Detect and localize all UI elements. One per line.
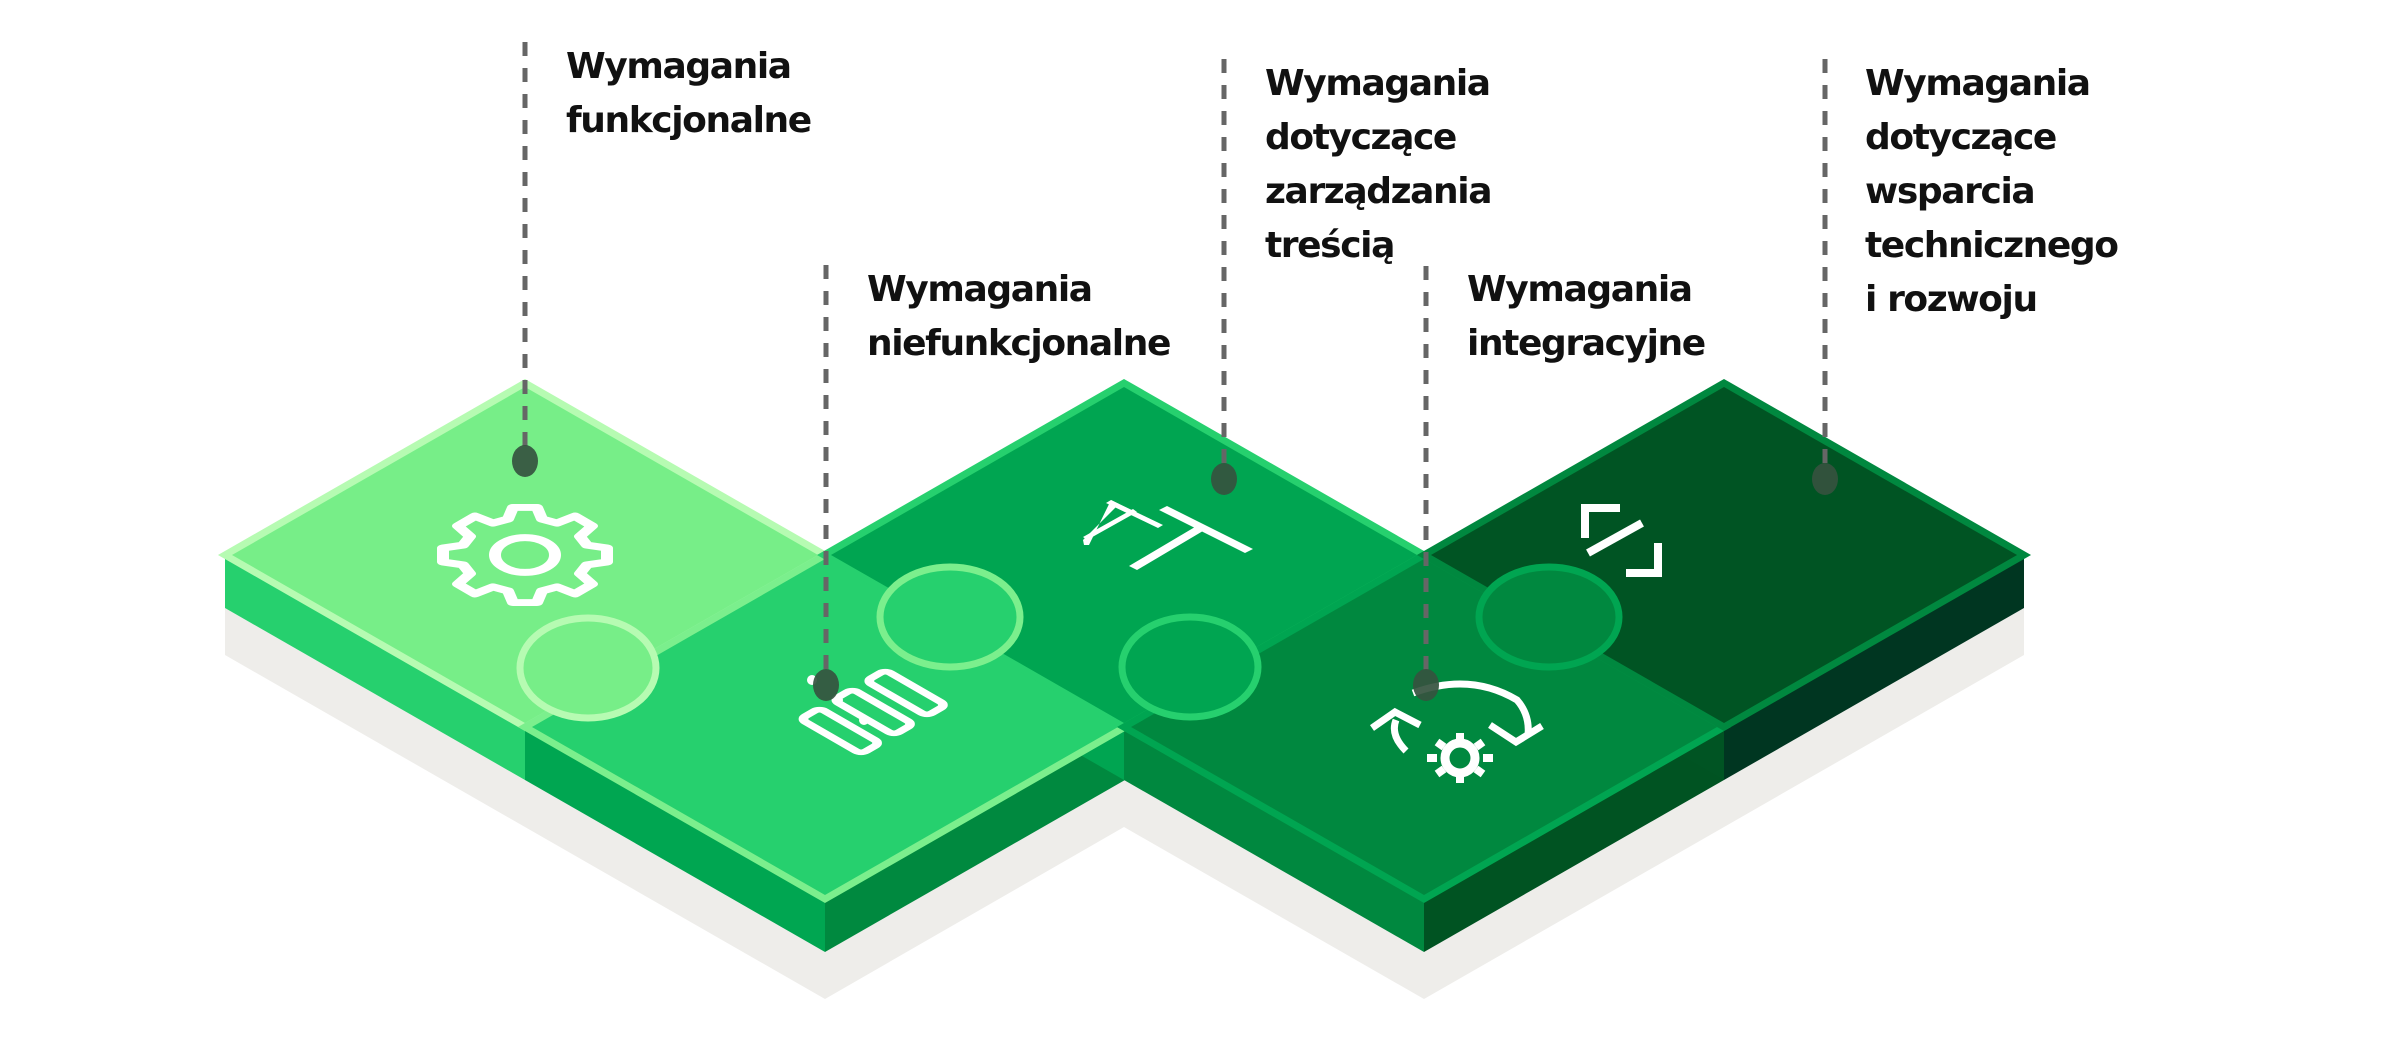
tile-side-right bbox=[1724, 555, 2024, 780]
label-line: niefunkcjonalne bbox=[867, 323, 1171, 364]
label-line: Wymagania bbox=[566, 46, 792, 87]
label-line: technicznego bbox=[1865, 225, 2119, 266]
label-line: Wymagania bbox=[1467, 269, 1693, 310]
puzzle-knob bbox=[516, 614, 660, 722]
label-line: wsparcia bbox=[1865, 171, 2036, 212]
label-line: dotyczące bbox=[1265, 117, 1457, 158]
tile-side-right bbox=[1424, 727, 1724, 952]
label-functional-requirements: Wymagania funkcjonalne bbox=[566, 40, 812, 148]
label-integration-requirements: Wymagania integracyjne bbox=[1467, 263, 1706, 371]
diagram-shadow bbox=[225, 608, 2024, 999]
gear-icon bbox=[437, 503, 613, 607]
label-content-management-requirements: Wymagania dotyczące zarządzania treścią bbox=[1265, 57, 1493, 273]
server-rack-icon bbox=[798, 668, 948, 756]
label-line: treścią bbox=[1265, 225, 1395, 266]
label-line: dotyczące bbox=[1865, 117, 2057, 158]
leader-lines bbox=[512, 42, 1838, 701]
marker-dot bbox=[813, 669, 839, 701]
label-line: Wymagania bbox=[1265, 63, 1491, 104]
label-support-development-requirements: Wymagania dotyczące wsparcia techniczneg… bbox=[1865, 57, 2119, 327]
label-line: Wymagania bbox=[867, 269, 1093, 310]
puzzle-knob bbox=[1475, 563, 1623, 671]
sync-gear-icon bbox=[1370, 680, 1544, 783]
tile-side-left bbox=[225, 555, 525, 780]
marker-dot bbox=[1812, 463, 1838, 495]
label-line: i rozwoju bbox=[1865, 279, 2038, 320]
puzzle-knob bbox=[1118, 613, 1262, 721]
marker-dot bbox=[1413, 669, 1439, 701]
label-line: Wymagania bbox=[1865, 63, 2091, 104]
label-line: funkcjonalne bbox=[566, 100, 812, 141]
tile-side-left bbox=[525, 727, 825, 952]
puzzle-knob bbox=[876, 563, 1024, 671]
code-icon bbox=[1581, 504, 1662, 577]
tile-tops bbox=[217, 378, 2032, 904]
label-line: integracyjne bbox=[1467, 323, 1706, 364]
label-line: zarządzania bbox=[1265, 171, 1493, 212]
marker-dot bbox=[1211, 463, 1237, 495]
tile-side-left bbox=[1124, 727, 1424, 952]
tile-side-right bbox=[825, 727, 1125, 952]
shadow-band bbox=[225, 608, 2024, 999]
label-non-functional-requirements: Wymagania niefunkcjonalne bbox=[867, 263, 1171, 371]
marker-dot bbox=[512, 445, 538, 477]
text-type-icon bbox=[1083, 500, 1253, 570]
tile-icons bbox=[437, 500, 1662, 783]
